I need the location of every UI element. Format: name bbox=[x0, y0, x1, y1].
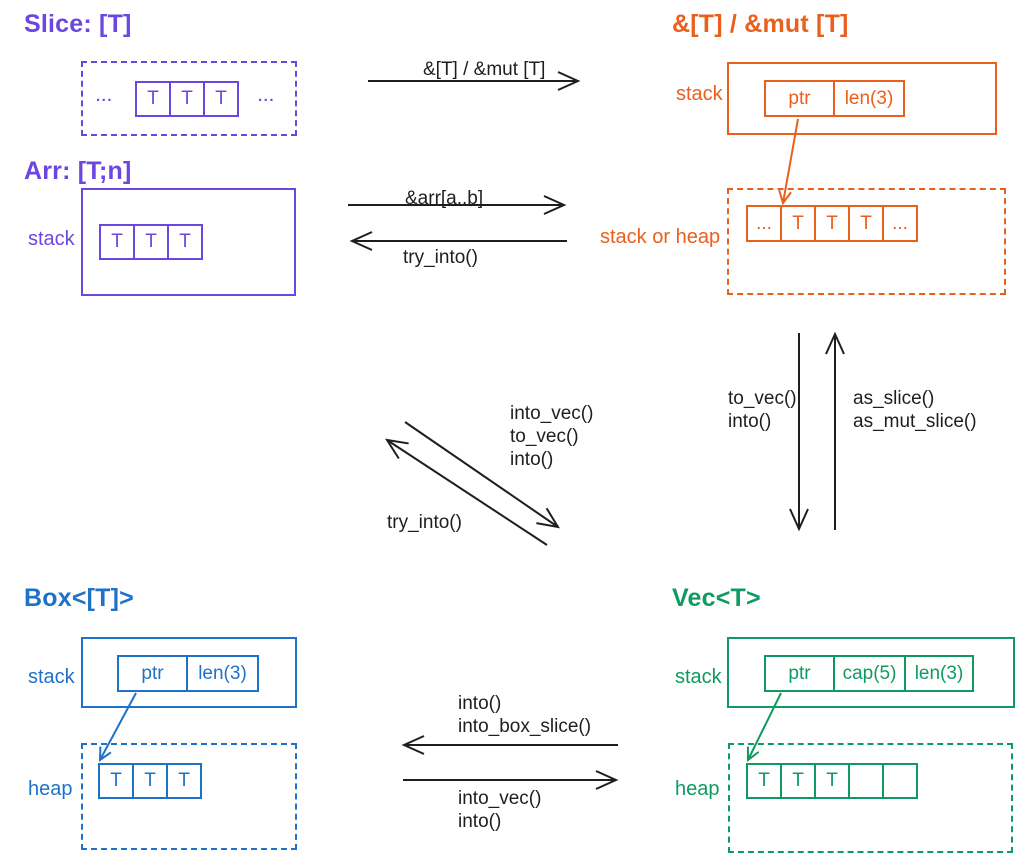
label-vec-to-ref: as_slice() as_mut_slice() bbox=[853, 387, 977, 433]
ref-ptr-cell: ptr bbox=[764, 80, 835, 117]
vec-heap-cell: T bbox=[814, 763, 850, 799]
slice-cell: T bbox=[135, 81, 171, 117]
box-stack-box bbox=[81, 637, 297, 708]
ref-heap-cell: ... bbox=[882, 205, 918, 242]
slice-memory-box bbox=[81, 61, 297, 136]
box-len-cell: len(3) bbox=[186, 655, 259, 692]
slice-cells: T T T bbox=[135, 81, 239, 117]
label-vec-to-box-line: into_box_slice() bbox=[458, 716, 592, 737]
vec-heap-cell bbox=[882, 763, 918, 799]
slice-cell: T bbox=[169, 81, 205, 117]
box-stack-label: stack bbox=[28, 666, 75, 688]
label-ref-to-arr: try_into() bbox=[403, 247, 478, 268]
ref-heap-cell: T bbox=[848, 205, 884, 242]
arr-title: Arr: [T;n] bbox=[24, 157, 132, 185]
vec-cap-cell: cap(5) bbox=[833, 655, 906, 692]
slice-ellipsis-right: ... bbox=[258, 88, 276, 105]
box-heap-cell: T bbox=[166, 763, 202, 799]
ref-heap-cell: T bbox=[814, 205, 850, 242]
box-stack-cells: ptr len(3) bbox=[117, 655, 259, 692]
arr-stack-label: stack bbox=[28, 228, 75, 250]
vec-ptr-cell: ptr bbox=[764, 655, 835, 692]
ref-stack-label: stack bbox=[676, 83, 723, 105]
label-box-to-vec: into_vec() into() bbox=[458, 787, 541, 833]
box-title: Box<[T]> bbox=[24, 584, 134, 612]
label-arr-to-vec-line: into_vec() bbox=[510, 403, 594, 424]
ref-heap-label: stack or heap bbox=[600, 226, 721, 248]
slice-ellipsis-left: ... bbox=[96, 88, 114, 105]
label-arr-to-vec: into_vec() to_vec() into() bbox=[510, 402, 593, 471]
box-heap-box bbox=[81, 743, 297, 850]
box-heap-cell: T bbox=[98, 763, 134, 799]
ref-stack-box bbox=[727, 62, 997, 135]
label-arr-to-ref: &arr[a..b] bbox=[405, 188, 484, 209]
label-slice-to-ref: &[T] / &mut [T] bbox=[423, 59, 546, 80]
label-vec-to-box: into() into_box_slice() bbox=[458, 692, 591, 738]
box-heap-cell: T bbox=[132, 763, 168, 799]
vec-stack-label: stack bbox=[675, 666, 722, 688]
label-vec-to-ref-line: as_slice() bbox=[853, 388, 935, 409]
vec-stack-box bbox=[727, 637, 1015, 708]
slice-title: Slice: [T] bbox=[24, 10, 132, 38]
ref-heap-cell: T bbox=[780, 205, 816, 242]
arr-cells: T T T bbox=[99, 224, 203, 260]
box-heap-label: heap bbox=[28, 778, 73, 800]
label-arr-to-vec-line: to_vec() bbox=[510, 426, 579, 447]
ref-heap-cell: ... bbox=[746, 205, 782, 242]
ref-heap-box bbox=[727, 188, 1006, 295]
label-box-to-vec-line: into() bbox=[458, 811, 502, 832]
arr-stack-box bbox=[81, 188, 296, 296]
vec-heap-cell: T bbox=[746, 763, 782, 799]
vec-stack-cells: ptr cap(5) len(3) bbox=[764, 655, 974, 692]
ref-title: &[T] / &mut [T] bbox=[672, 10, 849, 38]
ref-stack-cells: ptr len(3) bbox=[764, 80, 905, 117]
vec-heap-cell: T bbox=[780, 763, 816, 799]
arr-cell: T bbox=[133, 224, 169, 260]
label-ref-to-vec-line: to_vec() bbox=[728, 388, 797, 409]
label-arr-to-vec-line: into() bbox=[510, 449, 554, 470]
arr-cell: T bbox=[167, 224, 203, 260]
vec-heap-label: heap bbox=[675, 778, 720, 800]
vec-heap-box bbox=[728, 743, 1013, 853]
vec-heap-cell bbox=[848, 763, 884, 799]
label-vec-to-ref-line: as_mut_slice() bbox=[853, 411, 977, 432]
label-vec-to-box-line: into() bbox=[458, 693, 502, 714]
slice-cell: T bbox=[203, 81, 239, 117]
ref-len-cell: len(3) bbox=[833, 80, 905, 117]
ref-heap-cells: ... T T T ... bbox=[746, 205, 918, 242]
vec-heap-cells: T T T bbox=[746, 763, 918, 799]
box-ptr-cell: ptr bbox=[117, 655, 188, 692]
vec-title: Vec<T> bbox=[672, 584, 761, 612]
label-vec-to-arr: try_into() bbox=[387, 512, 462, 533]
arr-cell: T bbox=[99, 224, 135, 260]
label-ref-to-vec: to_vec() into() bbox=[728, 387, 797, 433]
box-heap-cells: T T T bbox=[98, 763, 202, 799]
label-ref-to-vec-line: into() bbox=[728, 411, 772, 432]
vec-len-cell: len(3) bbox=[904, 655, 974, 692]
label-box-to-vec-line: into_vec() bbox=[458, 788, 542, 809]
